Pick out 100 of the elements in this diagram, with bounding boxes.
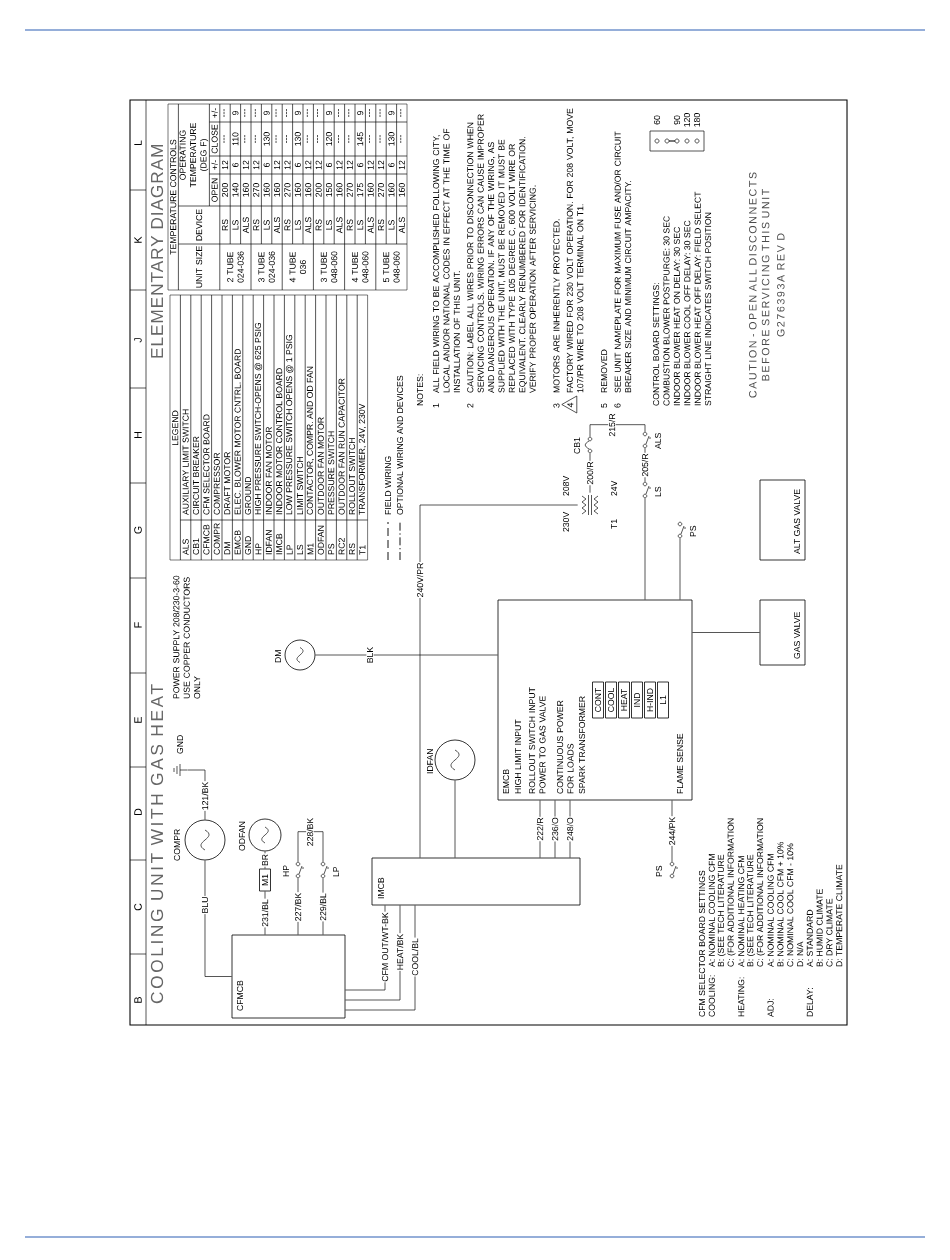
table-cell: TRANSFORMER, 24V, 230V (358, 403, 366, 515)
settings-text: INDOOR BLOWER HEAT OFF DELAY: FIELD SELECT (694, 191, 701, 406)
note-text: ALL FIELD WIRING TO BE ACCOMPLISHED FOLLOWING CITY, LOCAL AND/OR NATIONAL CODES IN EFFECT AT THE TIME OF INSTALLATION OF THIS UNIT. (433, 128, 460, 393)
settings-text: DELAY: (806, 988, 813, 1017)
table-cell: 160 (242, 183, 249, 197)
note-text: MOTORS ARE INHERENTLY PROTECTED. (553, 219, 560, 393)
table-cell: M1 (307, 543, 314, 555)
table-cell: LS (325, 220, 333, 230)
table-cell: RS (253, 219, 260, 231)
wire-label: HEAT/BK (396, 933, 404, 971)
wire (692, 632, 760, 633)
table-cell: 200 (221, 183, 229, 197)
table-cell: --- (254, 109, 256, 117)
table-cell: --- (400, 135, 402, 143)
terminal-box: COOL (605, 681, 617, 719)
note-number: 5 (601, 403, 608, 408)
table-cell: 200 (315, 183, 322, 197)
table-cell: 12 (336, 160, 343, 170)
contactor-coil: M1 (259, 868, 271, 892)
grid-letter: D (134, 808, 142, 815)
table-cell: 6 (388, 163, 395, 167)
table-header: UNIT SIZE (196, 246, 203, 288)
table-cell: --- (400, 109, 402, 117)
supply-note: POWER SUPPLY 208/230-3-60 USE COPPER CONDUCTORS ONLY (173, 575, 201, 699)
table-cell: 150 (325, 183, 333, 197)
wire-label: 222/R (536, 816, 544, 842)
table-cell: ALS (182, 539, 189, 555)
notes-heading: NOTES: (416, 374, 424, 406)
table-cell: 4 TUBE 048-060 (352, 251, 369, 283)
settings-text: STRAIGHT LINE INDICATES SWITCH POSITION (705, 212, 712, 406)
wire (644, 498, 646, 600)
table-cell: COMPRESSOR (213, 452, 220, 515)
table-cell: --- (223, 135, 225, 143)
table-cell: 9 (294, 111, 301, 115)
switch-value: 180 (693, 113, 701, 127)
table-cell: 6 (232, 163, 239, 167)
table-cell: 160 (294, 183, 301, 197)
wire-label: 240V/PR (416, 562, 424, 598)
settings-text: D: N/A (796, 941, 804, 967)
table-header: +/- (211, 160, 218, 170)
table-cell: ALS (273, 217, 281, 234)
table-cell: LS (232, 220, 239, 230)
table-cell: --- (348, 109, 350, 117)
board-text: FLAME SENSE (676, 733, 684, 794)
terminal-box: L1 (657, 681, 669, 719)
switch-value: 120 (683, 113, 691, 127)
grid-letter: C (134, 903, 142, 911)
table-cell: 160 (367, 183, 374, 197)
wire (204, 860, 232, 977)
board-text: HIGH LIMIT INPUT (514, 719, 522, 794)
table-cell: 6 (294, 163, 301, 167)
table-cell: LOW PRESSURE SWITCH OPENS @ 1 PSIG (285, 334, 294, 515)
table-cell: RS (346, 219, 353, 231)
wire-label: 200/R (586, 460, 594, 486)
wire-label: 228/BK (306, 817, 314, 847)
terminal-box: IND (631, 681, 643, 719)
settings-text: A: NOMINAL COOLING CFM (767, 854, 774, 967)
table-cell: ODFAN (317, 525, 324, 555)
table-cell: OUTDOOR FAN RUN CAPACITOR (338, 378, 345, 515)
settings-text: A: NOMINAL HEATING CFM (738, 856, 745, 967)
grid-letter: L (134, 140, 142, 146)
settings-text: CONTROL BOARD SETTINGS: (653, 283, 660, 406)
terminal-box: HEAT (618, 681, 630, 719)
table-cell: CFMCB (203, 524, 210, 555)
table-cell: 110 (232, 132, 239, 146)
grid-letter: H (134, 432, 142, 438)
wire (419, 504, 578, 858)
table-cell: 160 (388, 183, 395, 197)
table-cell: 4 TUBE 036 (289, 252, 307, 283)
settings-text: COMBUSTION BLOWER POSTPURGE: 30 SEC (663, 216, 670, 406)
table-cell: --- (275, 135, 277, 143)
table-cell: 270 (346, 183, 353, 197)
table-cell: 145 (357, 132, 364, 146)
warning-triangle: 4 (561, 395, 578, 414)
note-number: 1 (433, 403, 439, 408)
table-cell: 9 (325, 111, 333, 115)
table-cell: RS (221, 219, 229, 231)
wire-label: BLU (201, 895, 209, 915)
settings-text: A: NOMINAL COOLING CFM (708, 854, 715, 967)
table-cell: 9 (232, 111, 239, 115)
table-cell: LS (357, 220, 364, 230)
table-cell: CFM SELECTOR BOARD (203, 414, 210, 515)
settings-text: C: (FOR ADDITIONAL INFORMATION (727, 818, 736, 967)
table-cell: 270 (253, 183, 260, 197)
table-cell: 140 (232, 183, 239, 197)
table-cell: EMCB (234, 530, 241, 555)
terminal-box: CONT (592, 681, 604, 719)
table-cell: LS (296, 544, 304, 555)
wire-label: BLK (366, 646, 374, 664)
table-cell: 160 (305, 183, 312, 197)
table-cell: 160 (336, 183, 343, 197)
settings-text: A: STANDARD (806, 909, 813, 967)
table-cell: 160 (398, 183, 405, 197)
table-cell: PRESSURE SWITCH (328, 431, 335, 515)
settings-text: COOLING: (708, 975, 715, 1017)
table-cell: --- (254, 135, 256, 143)
table-cell: 5 TUBE 048-060 (383, 251, 400, 283)
terminal-box: H-IND (644, 681, 656, 719)
table-cell: RS (284, 219, 291, 231)
settings-text: B: (SEE TECH LITERATURE (717, 854, 726, 967)
